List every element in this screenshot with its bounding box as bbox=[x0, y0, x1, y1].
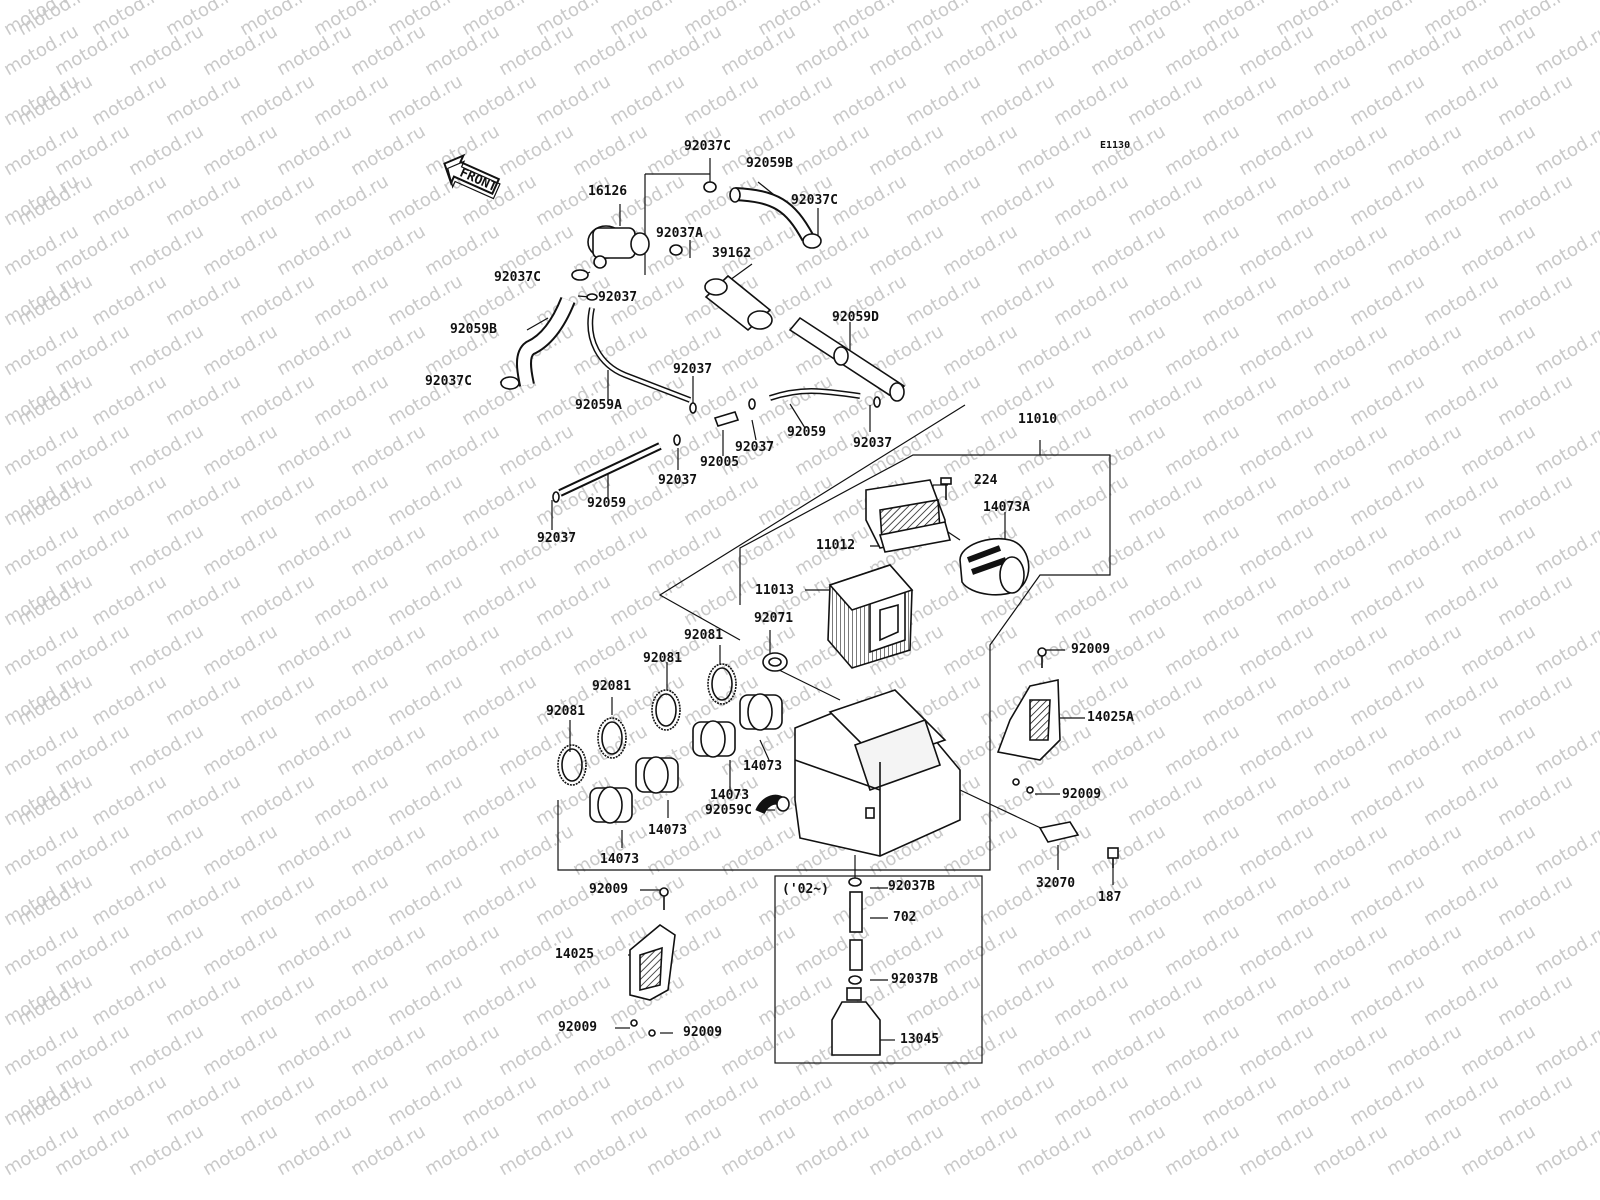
part-label: 92009 bbox=[683, 1025, 723, 1040]
part-label: 92009 bbox=[558, 1020, 598, 1035]
airbox-housing bbox=[794, 689, 961, 857]
part-label: 92037 bbox=[537, 531, 577, 546]
part-label: 92071 bbox=[754, 611, 794, 626]
bottle-13045 bbox=[831, 987, 881, 1056]
part-label: 39162 bbox=[712, 246, 752, 261]
part-label: 92037 bbox=[598, 290, 638, 305]
silencer-39162 bbox=[704, 274, 773, 332]
part-label: 92059B bbox=[450, 322, 497, 337]
part-label: 92037 bbox=[658, 473, 698, 488]
part-label: 14025A bbox=[1087, 710, 1134, 725]
part-label: 92081 bbox=[546, 704, 586, 719]
part-label: 92037C bbox=[494, 270, 541, 285]
bracket-14025A bbox=[996, 647, 1061, 761]
part-label: 92081 bbox=[684, 628, 724, 643]
part-label: 92037C bbox=[684, 139, 731, 154]
bracket-14025 bbox=[629, 887, 676, 1001]
part-label: 14073A bbox=[983, 500, 1030, 515]
part-label: 11013 bbox=[755, 583, 795, 598]
part-label: 92037 bbox=[673, 362, 713, 377]
front-arrow: FRONT bbox=[443, 153, 501, 200]
valve-16126 bbox=[587, 225, 650, 269]
part-label: 92059C bbox=[705, 803, 752, 818]
boots-14073 bbox=[589, 693, 783, 824]
part-label: 14073 bbox=[648, 823, 688, 838]
part-label: 16126 bbox=[588, 184, 628, 199]
part-label: 92037B bbox=[891, 972, 938, 987]
part-label: 92005 bbox=[700, 455, 740, 470]
part-label: 92009 bbox=[1071, 642, 1111, 657]
part-label: 14073 bbox=[600, 852, 640, 867]
part-label: 92037A bbox=[656, 226, 703, 241]
part-label: 187 bbox=[1098, 890, 1122, 905]
part-label: 32070 bbox=[1036, 876, 1076, 891]
part-label: 92059 bbox=[587, 496, 627, 511]
part-label: 92009 bbox=[589, 882, 629, 897]
part-label: 92037 bbox=[735, 440, 775, 455]
year-note-label: ('02~) bbox=[782, 882, 829, 897]
duct-14073A bbox=[959, 537, 1030, 596]
cover-11012 bbox=[865, 479, 952, 553]
part-label: 92059A bbox=[575, 398, 622, 413]
part-label: 92081 bbox=[592, 679, 632, 694]
part-label: 14073 bbox=[710, 788, 750, 803]
part-label: 92059D bbox=[832, 310, 879, 325]
part-label: 92037C bbox=[425, 374, 472, 389]
part-label: 92037B bbox=[888, 879, 935, 894]
part-label: 702 bbox=[893, 910, 917, 925]
filter-11013 bbox=[827, 564, 914, 669]
part-label: 11010 bbox=[1018, 412, 1058, 427]
part-label: 13045 bbox=[900, 1032, 940, 1047]
part-label: 224 bbox=[974, 473, 998, 488]
parts-drawing bbox=[500, 181, 1119, 1056]
part-label: 11012 bbox=[816, 538, 856, 553]
rings-92081 bbox=[557, 663, 737, 786]
part-label: 92081 bbox=[643, 651, 683, 666]
part-label: 92037C bbox=[791, 193, 838, 208]
part-label: 92037 bbox=[853, 436, 893, 451]
leader-lines bbox=[499, 158, 1114, 1064]
part-label: 92059B bbox=[746, 156, 793, 171]
diagram-ref-label: E1130 bbox=[1100, 140, 1131, 151]
part-label: 14025 bbox=[555, 947, 595, 962]
part-label: 92009 bbox=[1062, 787, 1102, 802]
part-label: 92059 bbox=[787, 425, 827, 440]
part-label: 14073 bbox=[743, 759, 783, 774]
